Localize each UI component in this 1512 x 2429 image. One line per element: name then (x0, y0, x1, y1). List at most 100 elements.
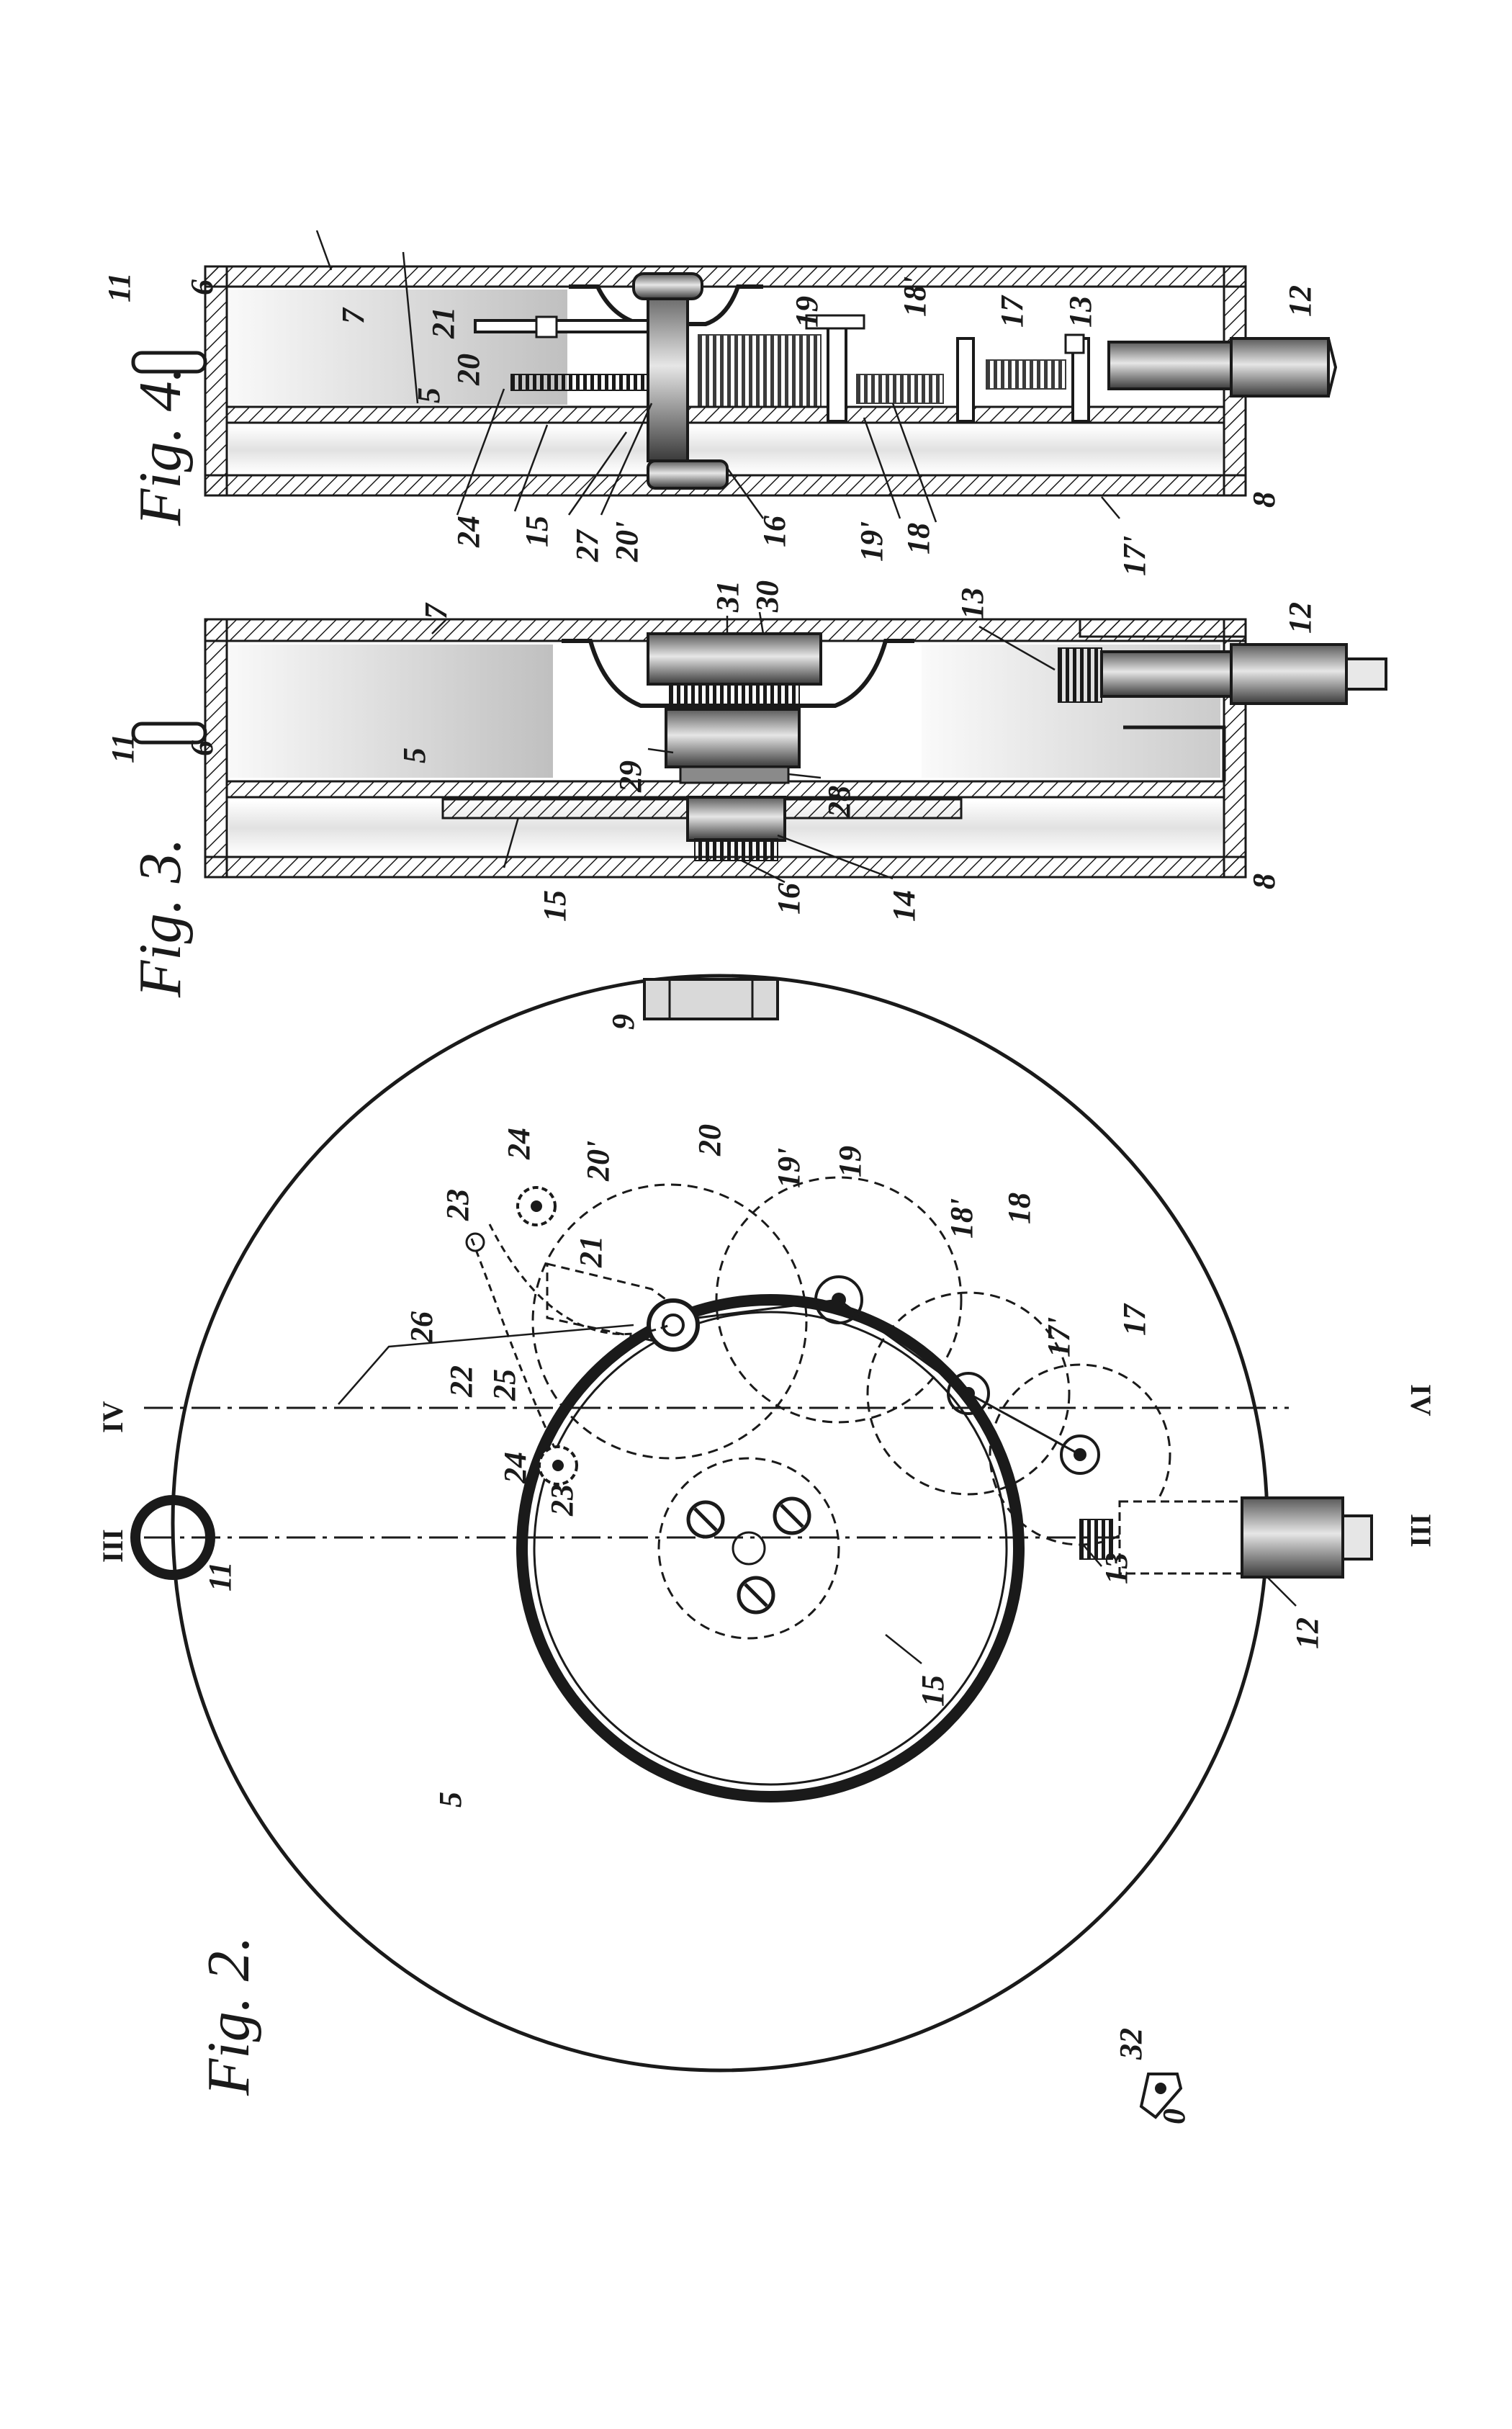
fig2-leader-lines (338, 1324, 1297, 1664)
fig3-label-31: 31 (710, 580, 745, 613)
fig2-label-19p: 19' (771, 1148, 806, 1188)
fig4-label-8: 8 (1246, 492, 1282, 508)
fig4-labels: 5 6 7 8 11 12 13 15 16 17 17' 18 18' 19 … (102, 272, 1318, 576)
fig3-label-5: 5 (397, 747, 432, 763)
fig4-wheel-19 (698, 334, 822, 408)
fig3-stem-sleeve (1100, 650, 1233, 698)
fig2-label-11: 11 (202, 1561, 238, 1591)
fig4-label-15: 15 (519, 516, 554, 547)
fig4-label-19: 19 (789, 296, 824, 328)
fig2-label-32: 32 (1113, 2028, 1148, 2060)
fig3-label-6: 6 (184, 740, 220, 756)
fig2-label-5: 5 (433, 1792, 468, 1808)
fig4-leader-lines (315, 230, 1120, 523)
fig3-title: Fig. 3. (127, 838, 194, 998)
fig4-crown-12 (1230, 337, 1330, 398)
fig3-ring-11 (131, 722, 207, 745)
fig4-label-7: 7 (336, 307, 371, 324)
fig4-label-20p: 20' (609, 521, 644, 562)
fig2-barrel-15 (516, 1294, 1025, 1802)
fig3-label-16: 16 (771, 883, 806, 915)
fig2-label-17p: 17' (1041, 1317, 1076, 1357)
fig2-label-21: 21 (573, 1236, 608, 1268)
fig4-label-18p: 18' (897, 277, 932, 317)
fig2-label-24a: 24 (501, 1128, 536, 1160)
fig4-ring-11 (131, 351, 207, 374)
section-mark-iv-top: IV (96, 1401, 129, 1433)
fig4-label-16: 16 (757, 516, 792, 547)
fig4-wheel-17 (986, 359, 1066, 390)
fig2-label-12: 12 (1290, 1617, 1325, 1649)
fig3-label-8: 8 (1246, 874, 1282, 889)
fig4-label-11: 11 (102, 272, 137, 302)
fig2-label-17: 17 (1117, 1303, 1152, 1336)
fig3-leader-lines (431, 611, 1056, 884)
fig3-label-15: 15 (537, 890, 572, 922)
fig2-stem-9 (643, 978, 779, 1020)
fig2-wheel-19 (715, 1176, 963, 1424)
fig3-label-29: 29 (613, 760, 648, 793)
fig3-collar-29 (665, 708, 801, 768)
fig2-label-25: 25 (487, 1369, 522, 1401)
fig2-wheel-18 (866, 1291, 1071, 1496)
fig2-label-20p: 20' (580, 1141, 616, 1182)
fig2-label-20: 20 (692, 1124, 727, 1157)
section-marks: III III IV IV (96, 1384, 1437, 1563)
fig2-wheel-20 (531, 1183, 808, 1460)
fig3-pinion-14 (686, 796, 786, 842)
fig3-label-30: 30 (750, 580, 785, 613)
fig3-label-11: 11 (105, 733, 140, 763)
fig3-washer-28 (679, 765, 790, 784)
fig2-labels: 5 9 11 12 13 15 17 17' 18 18' 19 19' 20 … (202, 1014, 1325, 2124)
fig2-label-24b: 24 (498, 1452, 533, 1484)
fig4-case-wall-top (204, 265, 1247, 288)
fig2-crown-12 (1241, 1496, 1344, 1579)
fig4-label-19p: 19' (854, 521, 889, 562)
fig4-label-18: 18 (901, 523, 936, 555)
section-mark-iii-top: III (96, 1529, 129, 1563)
fig3-spring-31 (669, 683, 800, 710)
fig2-spring-22 (470, 1238, 556, 1448)
fig2-latch-32 (1139, 2073, 1183, 2119)
fig3-crown-12 (1230, 643, 1348, 705)
fig4-label-27: 27 (570, 529, 605, 562)
fig3-case-end-left (204, 618, 228, 879)
fig2-label-15: 15 (915, 1675, 950, 1707)
fig4-label-21: 21 (426, 307, 461, 339)
fig4-label-6: 6 (184, 279, 220, 295)
fig2-crown-sleeve (1118, 1500, 1243, 1575)
fig3-label-13: 13 (955, 588, 990, 619)
fig2-label-19: 19 (832, 1146, 868, 1177)
fig2-center-hub (732, 1531, 766, 1566)
fig4-wheel-18 (856, 374, 944, 404)
fig3-label-28: 28 (822, 786, 857, 818)
fig4-label-12: 12 (1282, 285, 1318, 317)
fig4-case-end-left (204, 265, 228, 497)
figure-titles: Fig. 2. Fig. 3. Fig. 4. (127, 366, 262, 2096)
fig2-title: Fig. 2. (195, 1936, 262, 2096)
fig3-hub-16 (694, 838, 778, 861)
fig2-label-9: 9 (606, 1014, 641, 1030)
fig3-label-7: 7 (418, 602, 454, 619)
fig2-label-18: 18 (1002, 1193, 1037, 1224)
fig2-center-plate (657, 1457, 840, 1640)
fig3-label-14: 14 (886, 890, 922, 922)
fig4-lever-21 (474, 319, 664, 333)
fig2-label-26: 26 (404, 1311, 439, 1344)
section-mark-iv-bottom: IV (1405, 1384, 1437, 1416)
fig4-arbor-16 (647, 287, 689, 462)
fig4-wheel-20 (510, 374, 656, 391)
fig3-label-12: 12 (1282, 602, 1318, 634)
fig3-spring-13 (1058, 647, 1102, 703)
fig2-label-0: 0 (1156, 2109, 1192, 2124)
fig2-plan-view (130, 974, 1373, 2119)
fig2-label-18p: 18' (944, 1198, 979, 1239)
fig2-label-23b: 23 (544, 1484, 580, 1517)
fig2-gear-train (531, 1176, 1171, 1546)
fig4-label-17: 17 (994, 295, 1030, 328)
fig4-spring-13 (1064, 333, 1085, 354)
fig2-pinion-13 (1079, 1519, 1113, 1560)
fig4-label-5: 5 (411, 387, 446, 403)
fig4-label-17p: 17' (1117, 536, 1152, 576)
